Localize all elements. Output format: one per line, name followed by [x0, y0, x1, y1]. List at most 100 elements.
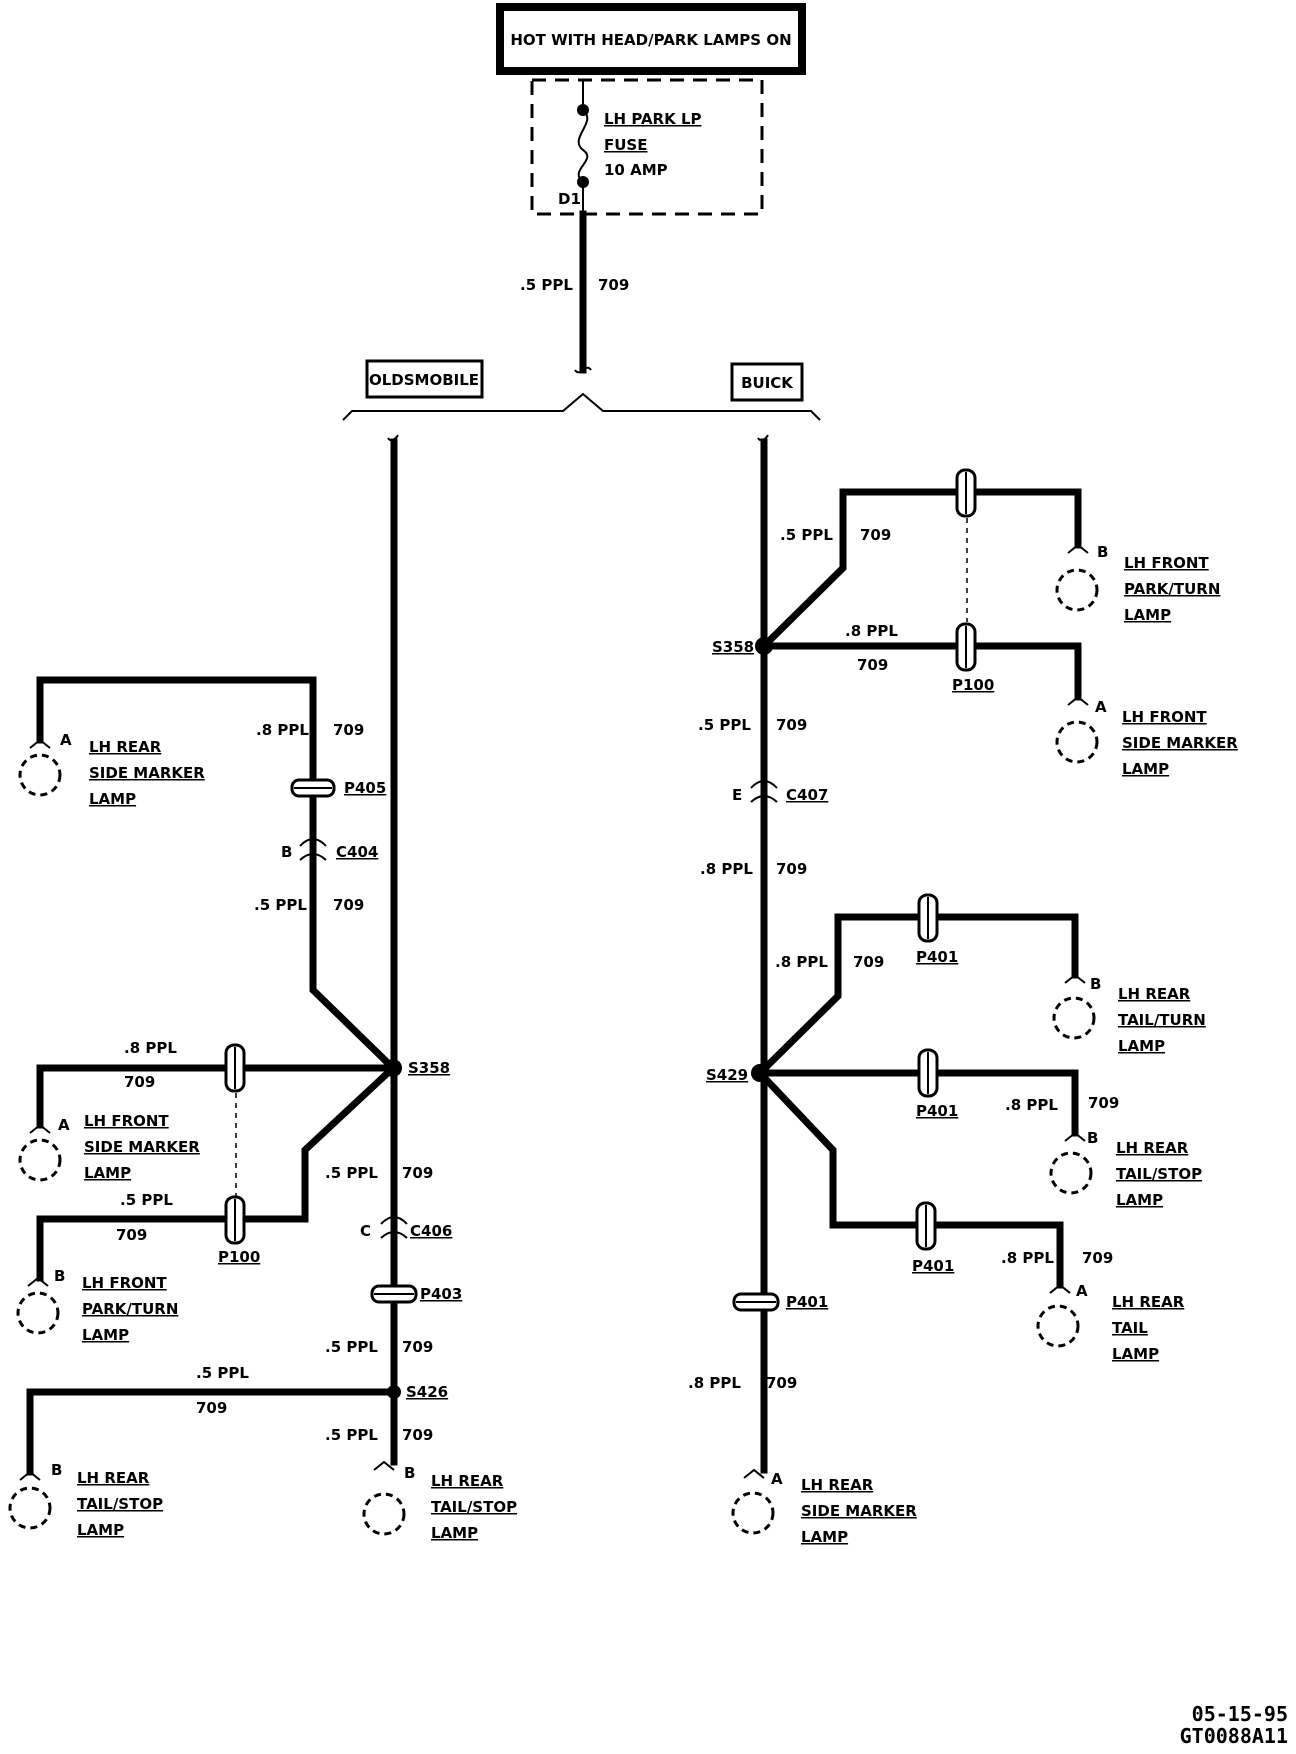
olds-c406-pin: C: [360, 1222, 371, 1240]
olds-wire-top-gauge: .8 PPL: [256, 721, 309, 739]
hot-label: HOT WITH HEAD/PARK LAMPS ON: [510, 31, 791, 49]
olds-p405-label: P405: [344, 779, 386, 797]
olds-below-p403-circuit: 709: [402, 1338, 433, 1356]
buick-tail-gauge: .8 PPL: [1001, 1249, 1054, 1267]
buick-c407-label: C407: [786, 786, 828, 804]
buick-p100-upper-connector: [955, 468, 977, 518]
buick-fsm-pin: A: [1095, 698, 1107, 716]
olds-rear-tail-stop-right-lamp: [362, 1460, 406, 1536]
variant-brace: [342, 392, 821, 421]
feed-circuit: 709: [598, 276, 629, 294]
olds-main-down-circuit: 709: [402, 1164, 433, 1182]
olds-rsm-l1: LH REAR: [89, 738, 162, 756]
olds-rtsr-pin: B: [404, 1464, 415, 1482]
buick-fsm-l1: LH FRONT: [1122, 708, 1207, 726]
buick-tail-turn-gauge: .8 PPL: [775, 953, 828, 971]
buick-fsm-l2: SIDE MARKER: [1122, 734, 1238, 752]
fuse-name-2: FUSE: [604, 136, 647, 154]
olds-rtsl-l1: LH REAR: [77, 1469, 150, 1487]
buick-rts-l3: LAMP: [1116, 1191, 1163, 1209]
olds-wire-mid-gauge: .5 PPL: [254, 896, 307, 914]
buick-p100-label: P100: [952, 676, 994, 694]
olds-front-park-gauge: .5 PPL: [120, 1191, 173, 1209]
buick-rtt-l2: TAIL/TURN: [1118, 1011, 1206, 1029]
oldsmobile-label: OLDSMOBILE: [369, 371, 479, 389]
buick-fpt-l1: LH FRONT: [1124, 554, 1209, 572]
buick-side-marker-circuit: 709: [766, 1374, 797, 1392]
olds-left-tail-gauge: .5 PPL: [196, 1364, 249, 1382]
buick-s358-down-gauge: .5 PPL: [698, 716, 751, 734]
olds-right-tail-gauge: .5 PPL: [325, 1426, 378, 1444]
buick-p401-a-connector: [917, 893, 939, 943]
buick-rsm-pin: A: [771, 1470, 783, 1488]
olds-rear-tail-stop-left-lamp: [8, 1470, 52, 1530]
buick-c407-down-circuit: 709: [776, 860, 807, 878]
buick-rsm-l2: SIDE MARKER: [801, 1502, 917, 1520]
buick-s358-label: S358: [712, 638, 754, 656]
olds-front-side-circuit: 709: [124, 1073, 155, 1091]
olds-rtsl-l2: TAIL/STOP: [77, 1495, 163, 1513]
fuse-terminal-label: D1: [558, 190, 581, 208]
buick-rsm-l1: LH REAR: [801, 1476, 874, 1494]
olds-c406-label: C406: [410, 1222, 452, 1240]
footer-date: 05-15-95: [1192, 1702, 1288, 1726]
olds-p100-lower-connector: [224, 1195, 246, 1245]
olds-main-down-gauge: .5 PPL: [325, 1164, 378, 1182]
buick-label: BUICK: [741, 374, 794, 392]
olds-fsm-l2: SIDE MARKER: [84, 1138, 200, 1156]
buick-p401-main-connector: [732, 1292, 780, 1312]
olds-fsm-l1: LH FRONT: [84, 1112, 169, 1130]
footer-code: GT0088A11: [1180, 1724, 1288, 1748]
buick-front-side-marker-lamp: [1055, 695, 1099, 764]
buick-p401-c-label: P401: [912, 1257, 954, 1275]
buick-to-park-gauge: .5 PPL: [780, 526, 833, 544]
buick-p401-b-connector: [917, 1048, 939, 1098]
olds-fpt-pin: B: [54, 1267, 65, 1285]
fuse-icon: [577, 109, 589, 183]
hot-label-box: [496, 3, 806, 75]
buick-c407-pin: E: [732, 786, 742, 804]
buick-p401-a-label: P401: [916, 948, 958, 966]
olds-below-p403-gauge: .5 PPL: [325, 1338, 378, 1356]
buick-p100-lower-connector: [955, 622, 977, 672]
olds-rear-side-marker-lamp: [18, 738, 62, 797]
olds-front-park-circuit: 709: [116, 1226, 147, 1244]
buick-c407-connector: [750, 780, 778, 803]
olds-c404-connector: [299, 838, 327, 861]
olds-rsm-l2: SIDE MARKER: [89, 764, 205, 782]
buick-rtt-l3: LAMP: [1118, 1037, 1165, 1055]
buick-rear-side-marker-lamp: [731, 1468, 775, 1535]
olds-rtsr-l1: LH REAR: [431, 1472, 504, 1490]
olds-p100-label: P100: [218, 1248, 260, 1266]
buick-fpt-l3: LAMP: [1124, 606, 1171, 624]
fuse-block-outline: [530, 78, 764, 216]
olds-rsm-pin: A: [60, 731, 72, 749]
buick-p401-main-label: P401: [786, 1293, 828, 1311]
buick-front-park-turn-lamp: [1055, 543, 1099, 612]
olds-front-side-gauge: .8 PPL: [124, 1039, 177, 1057]
olds-fsm-l3: LAMP: [84, 1164, 131, 1182]
buick-rear-tail-lamp: [1036, 1283, 1080, 1348]
olds-rtsl-l3: LAMP: [77, 1521, 124, 1539]
buick-rt-l1: LH REAR: [1112, 1293, 1185, 1311]
feed-gauge: .5 PPL: [520, 276, 573, 294]
olds-right-tail-circuit: 709: [402, 1426, 433, 1444]
olds-fsm-pin: A: [58, 1116, 70, 1134]
buick-rts-pin: B: [1087, 1129, 1098, 1147]
olds-rtsr-l2: TAIL/STOP: [431, 1498, 517, 1516]
olds-s358-label: S358: [408, 1059, 450, 1077]
buick-s358-down-circuit: 709: [776, 716, 807, 734]
olds-p403-connector: [370, 1284, 418, 1304]
buick-rt-l3: LAMP: [1112, 1345, 1159, 1363]
olds-c404-pin: B: [281, 843, 292, 861]
olds-wire-top-circuit: 709: [333, 721, 364, 739]
buick-fpt-l2: PARK/TURN: [1124, 580, 1220, 598]
buick-tail-stop-circuit: 709: [1088, 1094, 1119, 1112]
fuse-name-1: LH PARK LP: [604, 110, 702, 128]
buick-fsm-l3: LAMP: [1122, 760, 1169, 778]
buick-to-park-circuit: 709: [860, 526, 891, 544]
olds-rtsl-pin: B: [51, 1461, 62, 1479]
oldsmobile-box: [365, 359, 484, 399]
olds-p405-connector: [290, 778, 336, 798]
